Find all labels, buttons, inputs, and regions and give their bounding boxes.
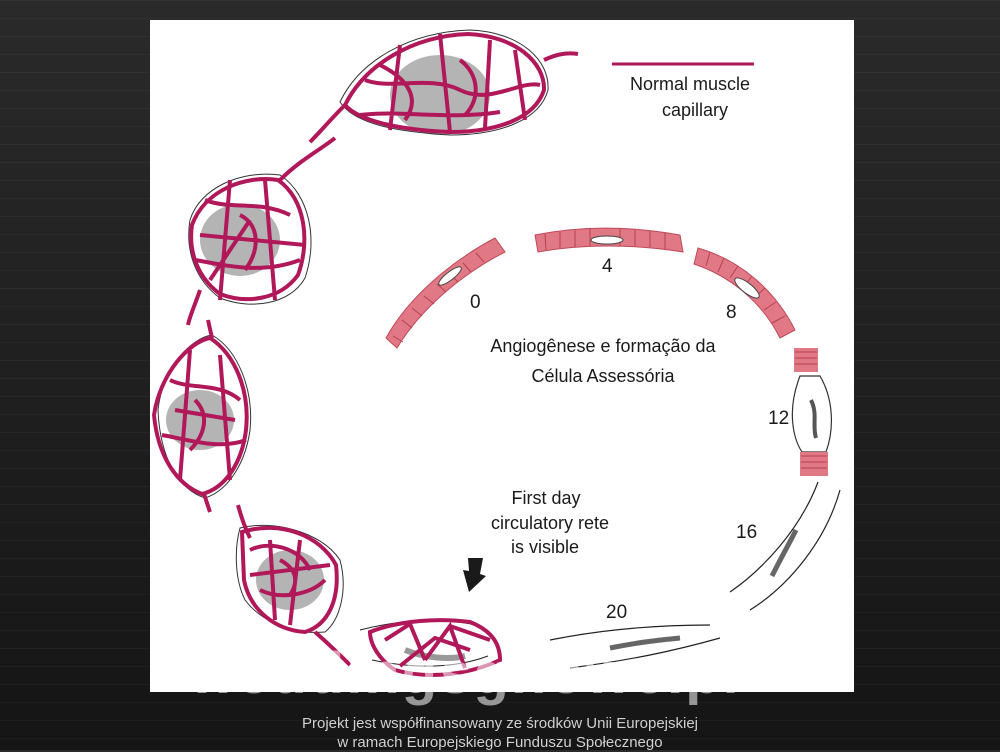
stage-8-vessel <box>729 481 841 611</box>
legend-label-line1: Normal muscle <box>630 74 750 94</box>
legend-label-line2: capillary <box>662 100 728 120</box>
stage-label-4: 8 <box>726 302 737 323</box>
arrow-icon <box>463 558 486 592</box>
stage-12-network <box>359 618 503 677</box>
stage-16-network <box>151 319 252 513</box>
stage-0-muscle <box>385 237 506 349</box>
annotation-line2: circulatory rete <box>491 513 609 533</box>
stage-label-8: 16 <box>736 522 757 543</box>
stage-label-10: 20 <box>606 602 627 623</box>
stage-14-network <box>235 504 352 667</box>
stage-10-vessel <box>549 624 721 669</box>
diagram-panel: Normal muscle capillary Angiogênese e fo… <box>150 20 854 692</box>
footer-line1: Projekt jest współfinansowany ze środków… <box>301 715 698 732</box>
stage-6-vessel <box>791 348 832 476</box>
stage-4-muscle <box>693 247 796 339</box>
stage-label-6: 12 <box>768 408 789 429</box>
stage-2-muscle <box>534 227 684 253</box>
legend: Normal muscle capillary <box>612 62 754 120</box>
stage-18-network <box>186 136 337 326</box>
diagram-title-line1: Angiogênese e formação da <box>490 336 716 356</box>
diagram-title-line2: Célula Assessória <box>531 366 675 386</box>
watermark: weddingsgnowe.pl <box>190 641 741 706</box>
footer: Projekt jest współfinansowany ze środków… <box>240 714 760 752</box>
annotation-line3: is visible <box>511 537 579 557</box>
annotation-line1: First day <box>511 488 580 508</box>
stage-label-2: 4 <box>602 256 613 277</box>
stage-label-0: 0 <box>470 292 481 313</box>
angiogenesis-diagram: Normal muscle capillary Angiogênese e fo… <box>151 29 841 677</box>
footer-line2: w ramach Europejskiego Funduszu Społeczn… <box>337 734 663 751</box>
stage-20-network <box>308 29 579 144</box>
